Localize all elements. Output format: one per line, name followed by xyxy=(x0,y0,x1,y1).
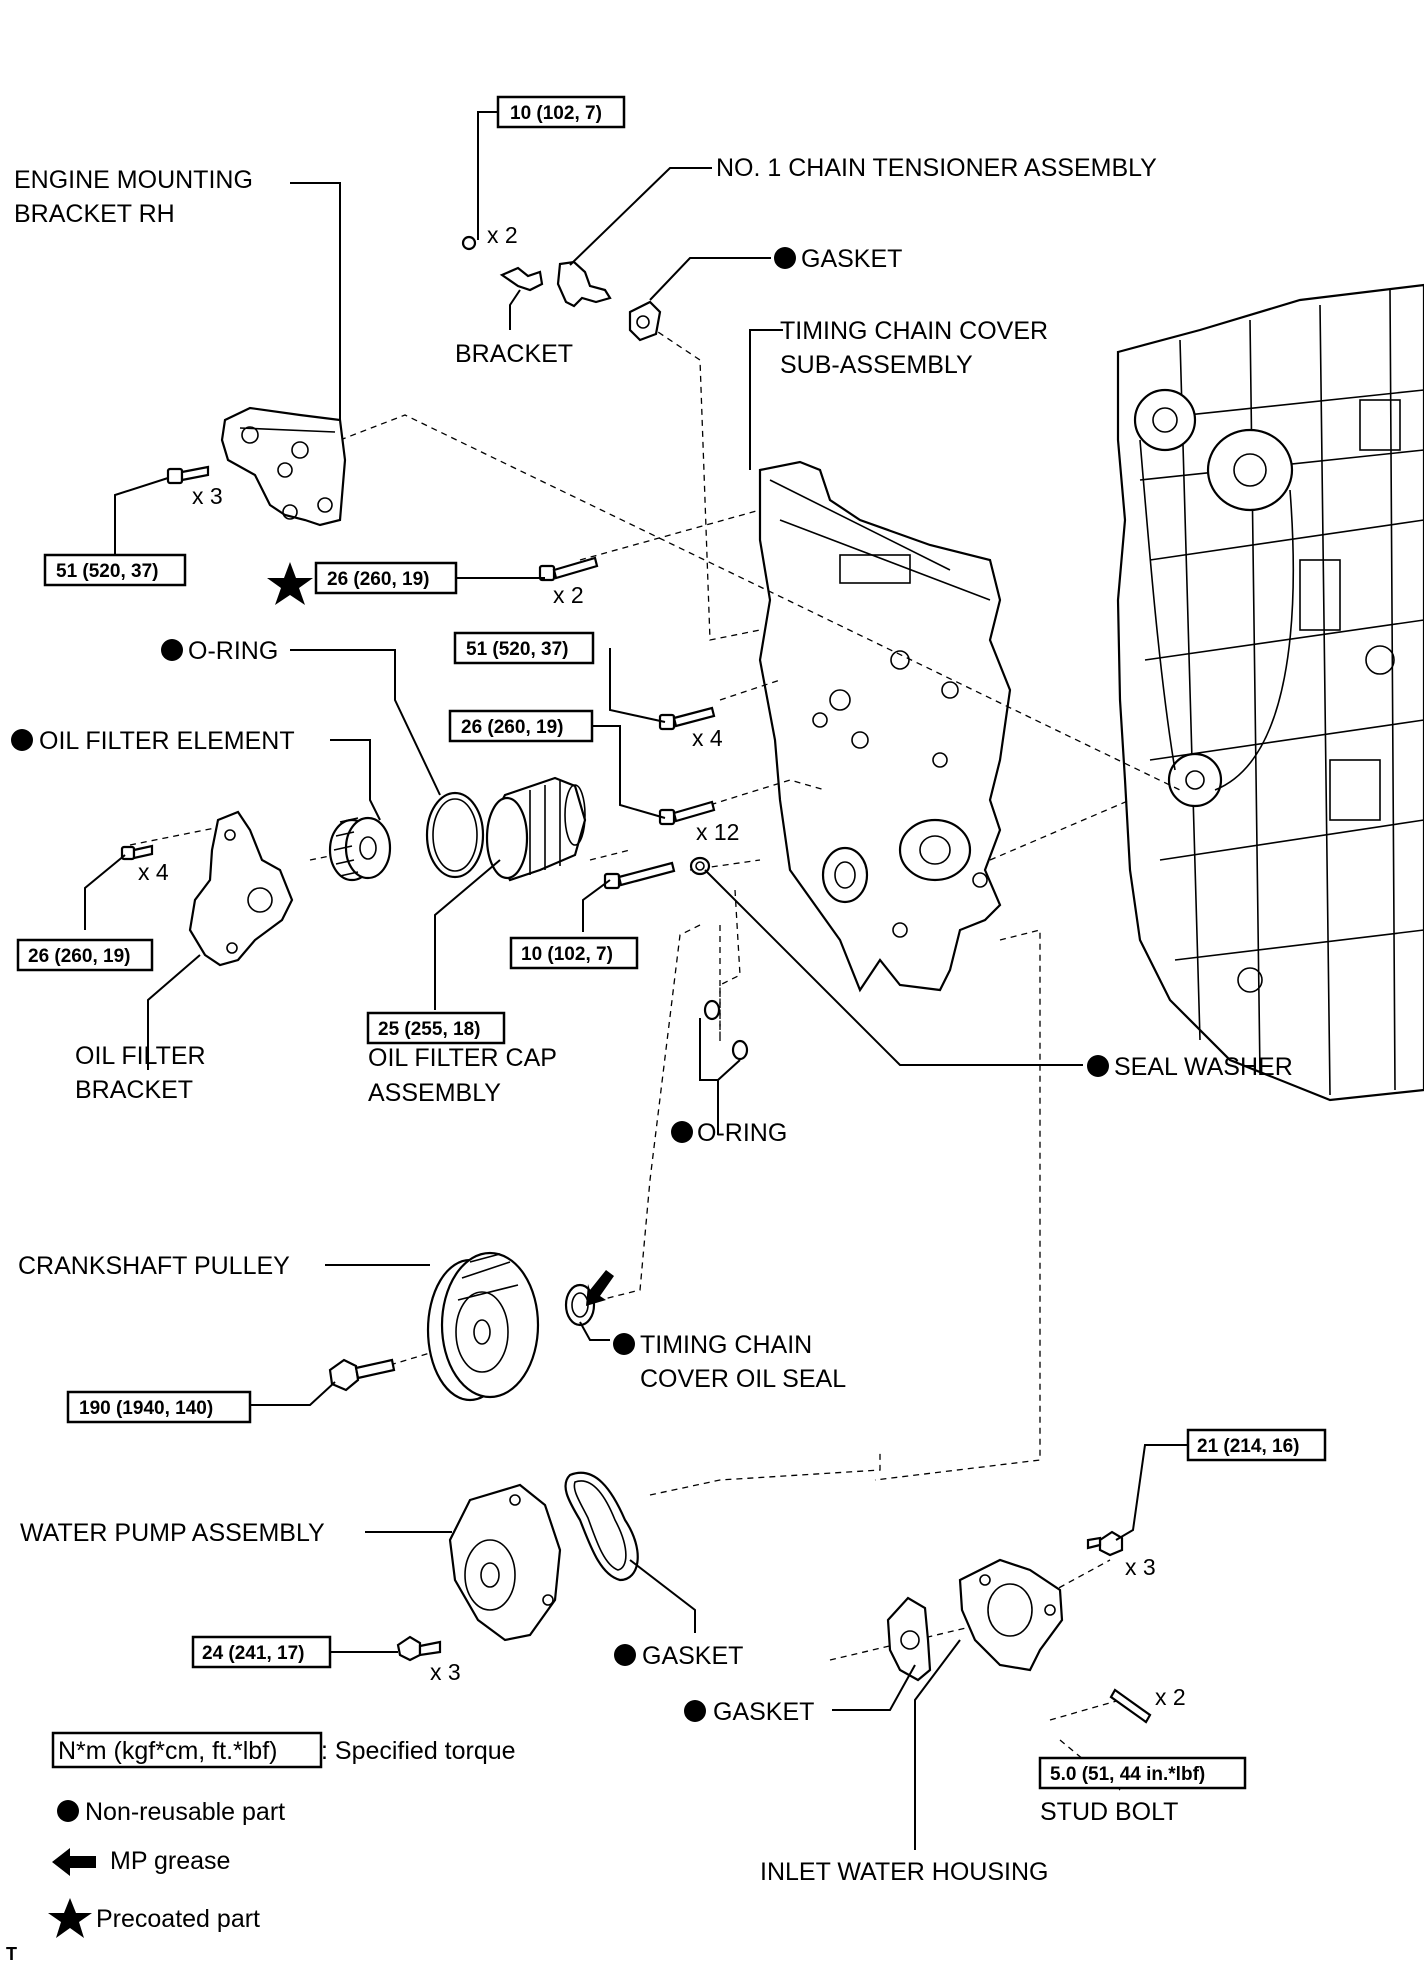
chain-tensioner-illustration xyxy=(461,235,662,342)
torque-boxes: 10 (102, 7) 51 (520, 37) 26 (260, 19) 51… xyxy=(16,95,1327,1790)
torque-tensioner-nut: 10 (102, 7) xyxy=(510,103,602,124)
precoated-bolt-illustration xyxy=(538,556,599,582)
non-reusable-mark xyxy=(614,1644,636,1666)
crankshaft-pulley-illustration xyxy=(328,1251,614,1402)
engine-mounting-bracket-label-2: BRACKET RH xyxy=(14,200,175,228)
non-reusable-mark xyxy=(613,1333,635,1355)
engine-mounting-bracket-label-1: ENGINE MOUNTING xyxy=(14,166,253,194)
precoated-star-icon xyxy=(267,562,313,605)
oil-seal-label-2: COVER OIL SEAL xyxy=(640,1365,846,1393)
timing-chain-cover-label-2: SUB-ASSEMBLY xyxy=(780,351,973,379)
non-reusable-mark xyxy=(671,1121,693,1143)
engine-mounting-bracket-illustration xyxy=(166,406,347,527)
qty-cover-51: x 4 xyxy=(692,725,723,751)
grease-arrow-icon xyxy=(52,1848,96,1876)
torque-cover-51: 51 (520, 37) xyxy=(466,639,568,660)
precoated-star-icon xyxy=(48,1898,92,1938)
engine-block-illustration xyxy=(1116,283,1424,1102)
torque-water-pump: 24 (241, 17) xyxy=(202,1643,304,1664)
oil-filter-cap-label-2: ASSEMBLY xyxy=(368,1079,501,1107)
part-labels: ENGINE MOUNTING BRACKET RH NO. 1 CHAIN T… xyxy=(11,154,1293,1886)
non-reusable-mark xyxy=(1087,1055,1109,1077)
gasket-inlet-label: GASKET xyxy=(713,1698,814,1726)
torque-filter-bracket: 26 (260, 19) xyxy=(28,946,130,967)
inlet-water-housing-illustration xyxy=(886,1530,1152,1724)
non-reusable-mark xyxy=(161,639,183,661)
legend: N*m (kgf*cm, ft.*lbf) : Specified torque… xyxy=(6,1731,516,1963)
torque-inlet-housing: 21 (214, 16) xyxy=(1197,1436,1299,1457)
quantity-labels: x 2 x 3 x 2 x 4 x 12 x 4 x 3 x 3 x 2 xyxy=(138,222,1186,1710)
o-ring-top-illustration xyxy=(425,791,485,879)
water-pump-illustration xyxy=(396,1471,639,1662)
crankshaft-pulley-label: CRANKSHAFT PULLEY xyxy=(18,1252,290,1280)
qty-precoated-bolt: x 2 xyxy=(553,582,584,608)
legend-torque-box-label: N*m (kgf*cm, ft.*lbf) xyxy=(58,1737,277,1765)
legend-torque-text: : Specified torque xyxy=(321,1737,516,1765)
non-reusable-icon xyxy=(57,1800,79,1822)
qty-tensioner-nut: x 2 xyxy=(487,222,518,248)
torque-stud-bolt: 5.0 (51, 44 in.*lbf) xyxy=(1050,1764,1205,1785)
non-reusable-mark xyxy=(774,247,796,269)
timing-chain-cover-label-1: TIMING CHAIN COVER xyxy=(780,317,1048,345)
torque-filter-cap: 25 (255, 18) xyxy=(378,1019,480,1040)
legend-non-reusable: Non-reusable part xyxy=(85,1798,285,1826)
non-reusable-mark xyxy=(684,1700,706,1722)
o-ring-top-label: O-RING xyxy=(188,637,278,665)
qty-inlet-housing: x 3 xyxy=(1125,1554,1156,1580)
gasket-top-label: GASKET xyxy=(801,245,902,273)
seal-washer-label: SEAL WASHER xyxy=(1114,1053,1293,1081)
oil-filter-element-illustration xyxy=(328,816,392,882)
non-reusable-mark xyxy=(11,729,33,751)
oil-filter-bracket-label-2: BRACKET xyxy=(75,1076,193,1104)
torque-cover-26: 26 (260, 19) xyxy=(461,717,563,738)
oil-filter-bracket-illustration xyxy=(120,810,294,967)
oil-filter-element-label: OIL FILTER ELEMENT xyxy=(39,727,295,755)
qty-cover-26: x 12 xyxy=(696,819,739,845)
torque-cover-10: 10 (102, 7) xyxy=(521,944,613,965)
inlet-water-housing-label: INLET WATER HOUSING xyxy=(760,1858,1048,1886)
gasket-water-pump-label: GASKET xyxy=(642,1642,743,1670)
oil-seal-label-1: TIMING CHAIN xyxy=(640,1331,812,1359)
torque-mount-bracket: 51 (520, 37) xyxy=(56,561,158,582)
leader-lines xyxy=(84,111,1188,1850)
qty-filter-bracket: x 4 xyxy=(138,859,169,885)
cover-bolts-illustration xyxy=(603,706,749,1061)
legend-precoated: Precoated part xyxy=(96,1905,260,1933)
bracket-label: BRACKET xyxy=(455,340,573,368)
qty-stud-bolt: x 2 xyxy=(1155,1684,1186,1710)
qty-water-pump: x 3 xyxy=(430,1659,461,1685)
oil-filter-cap-label-1: OIL FILTER CAP xyxy=(368,1044,557,1072)
corner-mark: T xyxy=(6,1944,17,1963)
torque-precoated-bolt: 26 (260, 19) xyxy=(327,569,429,590)
water-pump-label: WATER PUMP ASSEMBLY xyxy=(20,1519,325,1547)
o-ring-bottom-label: O-RING xyxy=(697,1119,787,1147)
timing-chain-cover-illustration xyxy=(758,460,1012,993)
oil-filter-cap-illustration xyxy=(485,776,587,882)
torque-crank-pulley: 190 (1940, 140) xyxy=(79,1398,213,1419)
stud-bolt-label: STUD BOLT xyxy=(1040,1798,1178,1826)
qty-mount-bracket: x 3 xyxy=(192,483,223,509)
chain-tensioner-label: NO. 1 CHAIN TENSIONER ASSEMBLY xyxy=(716,154,1157,182)
oil-filter-bracket-label-1: OIL FILTER xyxy=(75,1042,206,1070)
legend-mp-grease: MP grease xyxy=(110,1847,230,1875)
